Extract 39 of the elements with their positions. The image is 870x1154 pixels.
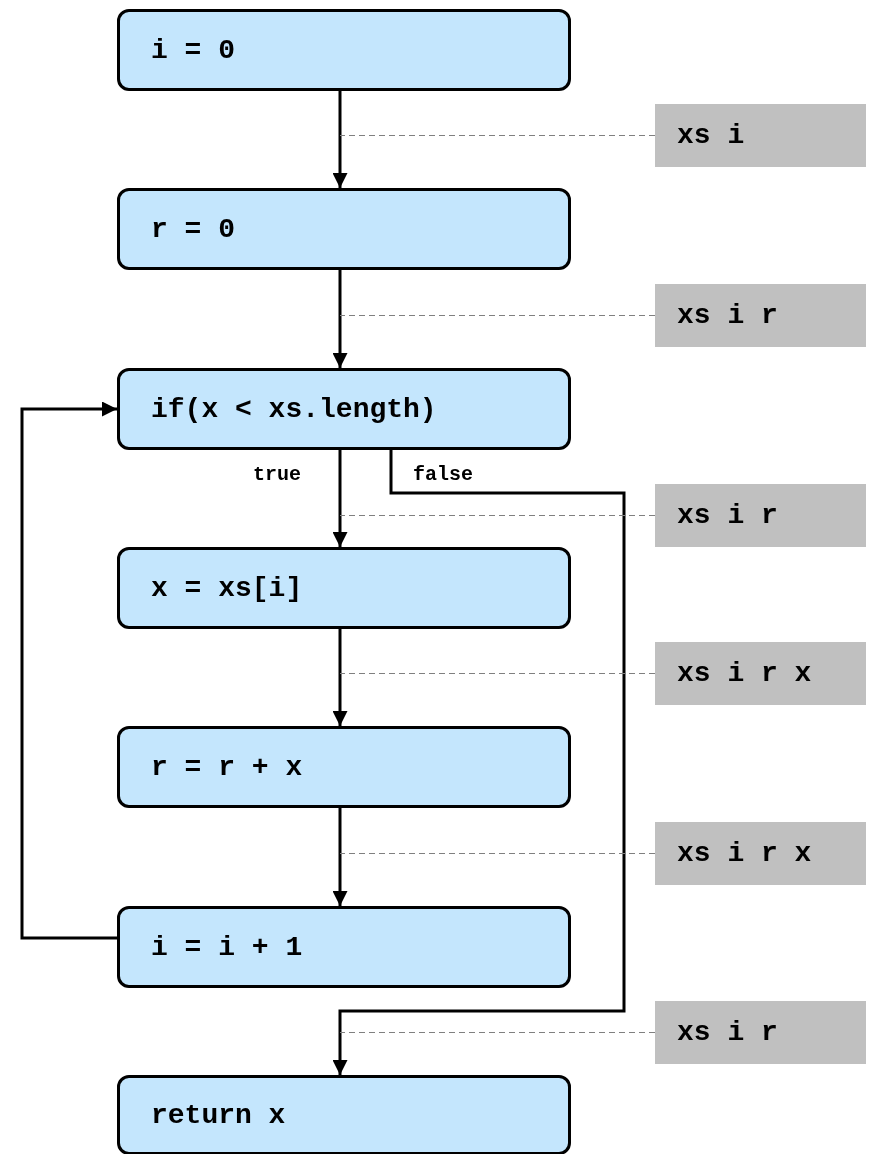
statement-box: [117, 9, 571, 91]
live-variables-text: xs i r x: [677, 838, 812, 869]
code-text: if(x < xs.length): [151, 393, 437, 425]
leader-line: [339, 135, 656, 136]
arrow: [332, 629, 348, 726]
variable-set-box: [655, 284, 866, 347]
statement-box: [117, 547, 571, 629]
statement-box: [117, 1075, 571, 1154]
arrow: [332, 450, 626, 1075]
live-variables-text: xs i r: [677, 500, 778, 531]
variable-set-box: [655, 1001, 866, 1064]
arrow: [332, 270, 348, 368]
arrow: [332, 91, 348, 188]
live-variables-text: xs i r x: [677, 658, 812, 689]
arrow: [20, 401, 117, 940]
arrow: [332, 808, 348, 906]
variable-set-box: [655, 642, 866, 705]
statement-box: [117, 726, 571, 808]
live-variables-text: xs i r: [677, 1017, 778, 1048]
leader-line: [339, 673, 656, 674]
code-text: x = xs[i]: [151, 572, 303, 604]
variable-set-box: [655, 822, 866, 885]
leader-line: [339, 1032, 656, 1033]
arrow: [332, 450, 348, 547]
code-text: i = 0: [151, 34, 235, 66]
code-text: r = r + x: [151, 751, 303, 783]
statement-box: [117, 188, 571, 270]
live-variables-text: xs i: [677, 120, 745, 151]
leader-line: [339, 315, 656, 316]
code-text: return x: [151, 1099, 286, 1131]
variable-set-box: [655, 104, 866, 167]
leader-line: [339, 853, 656, 854]
leader-line: [339, 515, 656, 516]
live-variables-text: xs i r: [677, 300, 778, 331]
code-text: i = i + 1: [151, 931, 303, 963]
variable-set-box: [655, 484, 866, 547]
code-text: r = 0: [151, 213, 235, 245]
statement-box: [117, 368, 571, 450]
statement-box: [117, 906, 571, 988]
